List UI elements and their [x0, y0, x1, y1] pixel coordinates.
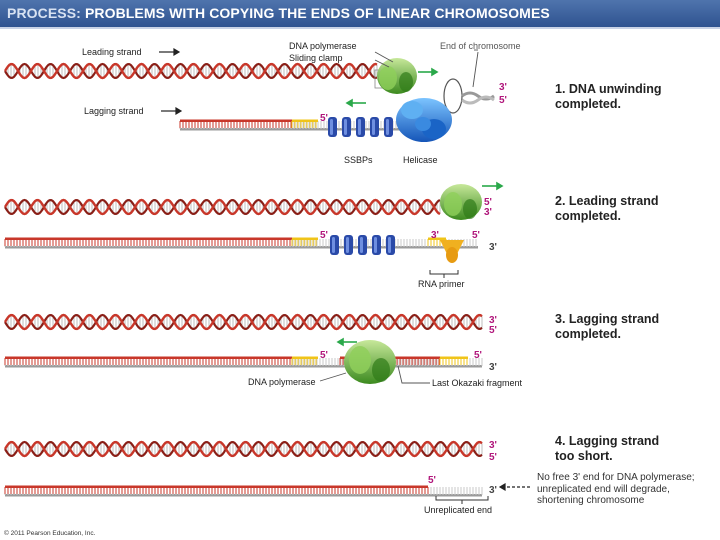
step-4-line1: 4. Lagging strand — [555, 434, 660, 448]
end-3prime-4b: 3' — [489, 485, 497, 496]
sliding-clamp-label: Sliding clamp — [289, 53, 343, 63]
dna-polymerase-label-3: DNA polymerase — [248, 377, 316, 387]
end-3prime-2c: 3' — [489, 242, 497, 253]
end-3prime-3a: 3' — [489, 315, 497, 326]
end-5prime-2a: 5' — [484, 197, 492, 208]
shortening-note: No free 3' end for DNA polymerase; unrep… — [537, 472, 695, 506]
end-5prime-1a: 5' — [499, 95, 507, 106]
dna-helices — [3, 62, 483, 458]
end-3prime-2b: 3' — [431, 230, 439, 241]
ssbps-step1 — [328, 117, 393, 137]
green-arrows — [336, 67, 504, 347]
dna-polymerase-label: DNA polymerase — [289, 41, 357, 51]
ladder-4b — [4, 485, 483, 497]
dna-polymerase-1 — [377, 58, 417, 94]
helix-4a — [3, 440, 483, 458]
end-5prime-4b: 5' — [428, 475, 436, 486]
end-5prime-2b: 5' — [320, 230, 328, 241]
ladder-1b — [179, 119, 400, 131]
pointer-lines — [319, 49, 479, 384]
copyright: © 2011 Pearson Education, Inc. — [4, 530, 96, 537]
end-5prime-2c: 5' — [472, 230, 480, 241]
step-3-line2: completed. — [555, 327, 621, 341]
rna-primer-label: RNA primer — [418, 279, 465, 289]
header-divider — [0, 27, 720, 29]
title-bar: PROCESS: PROBLEMS WITH COPYING THE ENDS … — [0, 0, 720, 27]
title-text: PROBLEMS WITH COPYING THE ENDS OF LINEAR… — [84, 5, 550, 21]
step-1: 1. DNA unwinding completed. — [555, 82, 661, 112]
step-4-line2: too short. — [555, 449, 613, 463]
unwinding-loop — [443, 78, 495, 114]
dna-polymerase-3 — [344, 340, 396, 384]
step-3-line1: 3. Lagging strand — [555, 312, 660, 326]
unreplicated-bracket — [435, 496, 489, 504]
end-3prime-3c: 3' — [489, 362, 497, 373]
end-5prime-3b: 5' — [320, 350, 328, 361]
primase — [440, 240, 464, 263]
ladder-2b — [4, 237, 478, 249]
helix-3a — [3, 313, 483, 331]
unreplicated-end-label: Unreplicated end — [424, 505, 493, 515]
step-3: 3. Lagging strand completed. — [555, 312, 659, 342]
rna-primer-bracket — [429, 270, 459, 278]
arrow-markers — [159, 47, 530, 492]
proteins — [159, 47, 530, 504]
step-1-line2: completed. — [555, 97, 621, 111]
ssbps-label: SSBPs — [344, 155, 373, 165]
helix-2a — [3, 198, 441, 216]
helicase-label: Helicase — [403, 155, 438, 165]
end-of-chromosome-label: End of chromosome — [440, 41, 521, 51]
helix-1a — [3, 62, 378, 80]
end-3prime-1a: 3' — [499, 82, 507, 93]
end-3prime-2a: 3' — [484, 207, 492, 218]
leading-strand-label: Leading strand — [82, 47, 142, 57]
helicase — [396, 98, 452, 142]
ssbps-step2 — [330, 235, 395, 255]
step-2-line2: completed. — [555, 209, 621, 223]
end-3prime-4a: 3' — [489, 440, 497, 451]
end-5prime-4a: 5' — [489, 452, 497, 463]
title-prefix: PROCESS: — [7, 5, 81, 21]
step-2-line1: 2. Leading strand — [555, 194, 659, 208]
last-okazaki-label: Last Okazaki fragment — [432, 378, 523, 388]
step-4: 4. Lagging strand too short. — [555, 434, 659, 464]
dna-polymerase-2 — [440, 184, 482, 220]
end-5prime-1b: 5' — [320, 113, 328, 124]
step-1-line1: 1. DNA unwinding — [555, 82, 662, 96]
step-2: 2. Leading strand completed. — [555, 194, 659, 224]
lagging-strand-label: Lagging strand — [84, 106, 144, 116]
end-5prime-3c: 5' — [474, 350, 482, 361]
ladder-3b — [4, 356, 483, 368]
page-title: PROCESS: PROBLEMS WITH COPYING THE ENDS … — [7, 5, 550, 21]
end-5prime-3a: 5' — [489, 325, 497, 336]
